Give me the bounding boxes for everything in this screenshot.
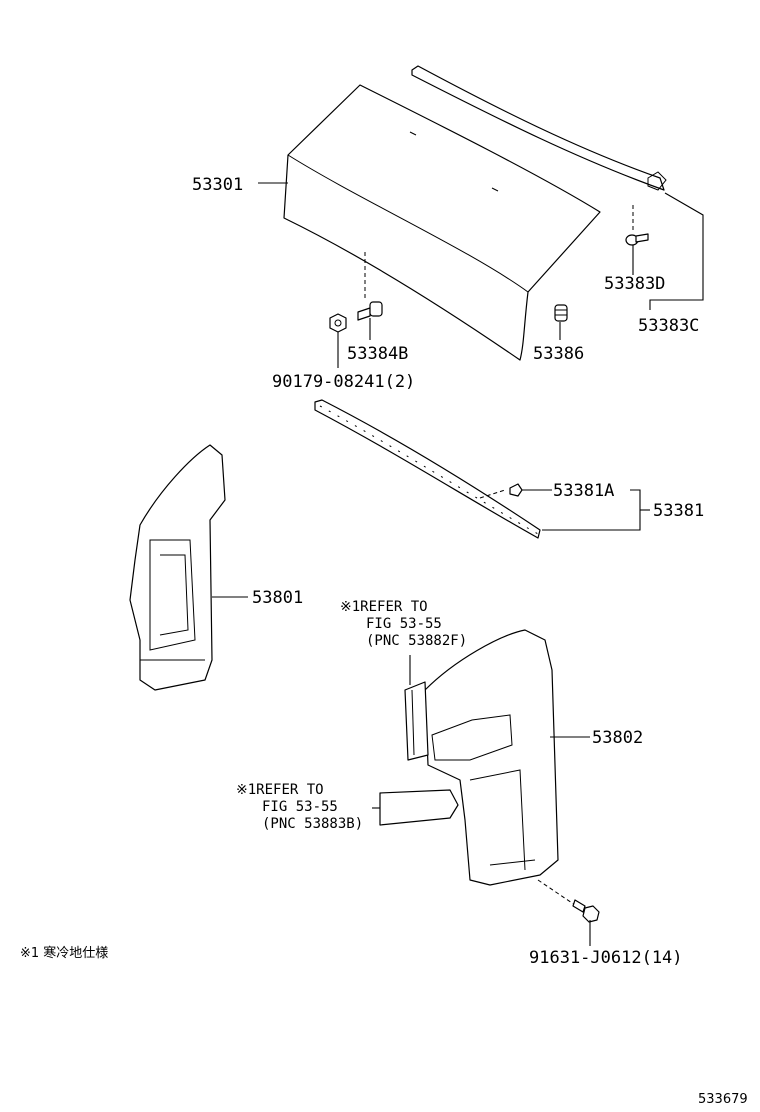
- label-53381a: 53381A: [553, 481, 614, 501]
- label-91631: 91631-J0612(14): [529, 948, 683, 968]
- hood-lower-seal-53381: [314, 399, 541, 539]
- label-53381: 53381: [653, 501, 704, 521]
- clip-53383d-icon: [625, 205, 649, 246]
- side-panel-53802: [424, 629, 559, 886]
- footnote: ※1 寒冷地仕様: [20, 945, 108, 961]
- seal-53883b: [379, 789, 459, 826]
- refer-note-1-line3: (PNC 53882F): [366, 633, 467, 649]
- clip-53381a-icon: [479, 483, 523, 499]
- bolt-91631-icon: [537, 879, 600, 923]
- hood-seal-strip: [411, 65, 667, 191]
- bolt-53384b-icon: [357, 252, 383, 321]
- label-90179: 90179-08241(2): [272, 372, 415, 392]
- refer-note-2-line2: FIG 53-55: [262, 799, 338, 815]
- refer-note-2-line3: (PNC 53883B): [262, 816, 363, 832]
- refer-note-2-line1: ※1REFER TO: [236, 782, 324, 798]
- nut-90179-icon: [329, 313, 347, 333]
- cushion-53386-icon: [554, 304, 568, 322]
- refer-note-1-line2: FIG 53-55: [366, 616, 442, 632]
- label-53383d: 53383D: [604, 274, 665, 294]
- label-53383c: 53383C: [638, 316, 699, 336]
- figure-id: 533679: [698, 1092, 748, 1107]
- label-53301: 53301: [192, 175, 243, 195]
- seal-53882f: [404, 681, 429, 761]
- label-53801: 53801: [252, 588, 303, 608]
- side-panel-53801: [129, 444, 226, 691]
- label-53802: 53802: [592, 728, 643, 748]
- refer-note-1-line1: ※1REFER TO: [340, 599, 428, 615]
- label-53386: 53386: [533, 344, 584, 364]
- hood-panel-53301: [283, 84, 601, 361]
- label-53384b: 53384B: [347, 344, 408, 364]
- leader-lines: [212, 182, 704, 946]
